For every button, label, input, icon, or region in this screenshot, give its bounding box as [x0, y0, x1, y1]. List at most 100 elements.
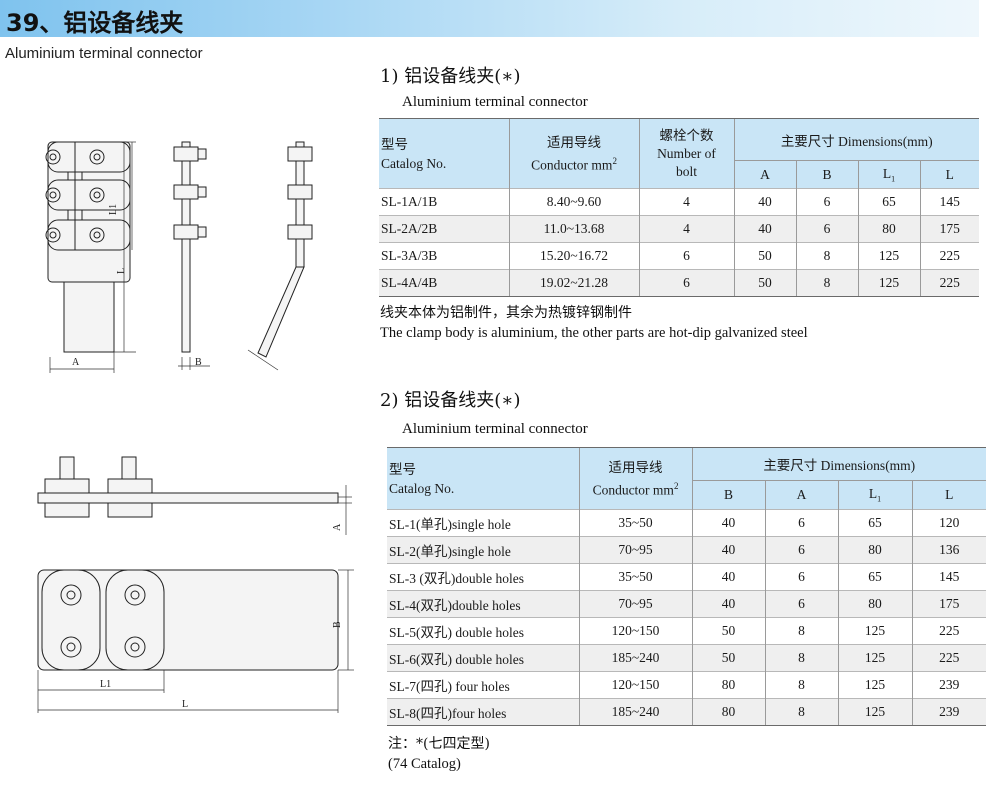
cell-a: 6 — [764, 563, 838, 591]
bolt-hole-inner — [49, 231, 57, 239]
side-nut — [197, 148, 207, 160]
table-row: SL-6(双孔) double holes 185~240 50 8 125 2… — [387, 644, 986, 672]
cell-l: 120 — [911, 509, 986, 537]
header-l1-sub: 1 — [877, 494, 882, 504]
cell-a: 8 — [764, 617, 838, 645]
bolt-hole-inner — [93, 191, 101, 199]
section2-table: 型号 Catalog No. 适用导线 Conductor mm2 主要尺寸 D… — [387, 447, 986, 726]
bolt-hole-inner — [49, 153, 57, 161]
table-row: SL-3 (双孔)double holes 35~50 40 6 65 145 — [387, 563, 986, 591]
header-model-cn: 型号 — [381, 136, 408, 152]
section2-title: 2) 铝设备线夹(∗) — [380, 390, 521, 411]
cell-conductor: 15.20~16.72 — [508, 242, 639, 270]
stud — [121, 456, 137, 480]
front-clamp-pad-3 — [47, 219, 131, 251]
nut — [44, 478, 90, 494]
side-bolt — [173, 146, 199, 162]
table-row: SL-2(单孔)single hole 70~95 40 6 80 136 — [387, 536, 986, 564]
cell-model: SL-1A/1B — [379, 188, 509, 216]
table1-header-conductor: 适用导线 Conductor mm2 — [508, 118, 639, 189]
bolt-hole — [60, 636, 82, 658]
header-bolt-cn: 螺栓个数 — [659, 127, 714, 143]
header-l1-sub: 1 — [891, 174, 896, 184]
bolt-hole-inner — [93, 153, 101, 161]
table2-header-dims: 主要尺寸 Dimensions(mm) — [691, 447, 986, 481]
table1-header-b: B — [795, 160, 858, 189]
front-clamp-pad-2 — [47, 179, 131, 211]
cell-l: 145 — [919, 188, 979, 216]
bolt-hole — [45, 227, 61, 243]
cell-conductor: 185~240 — [578, 644, 692, 672]
section1-note-cn: 线夹本体为铝制件，其余为热镀锌钢制件 — [380, 305, 632, 321]
bolt-hole — [124, 636, 146, 658]
table1-header-row2: A B L1 L — [379, 160, 979, 189]
cell-b: 40 — [691, 536, 765, 564]
table-row: SL-5(双孔) double holes 120~150 50 8 125 2… — [387, 617, 986, 645]
table2-header-model: 型号 Catalog No. — [387, 447, 579, 510]
bolt-hole — [89, 227, 105, 243]
table1-header-a: A — [733, 160, 796, 189]
cell-model: SL-4(双孔)double holes — [387, 590, 579, 618]
cell-l1: 80 — [837, 590, 912, 618]
header-bolt-en2: bolt — [675, 163, 697, 179]
cell-l: 225 — [911, 644, 986, 672]
table1-header-bolt: 螺栓个数 Number of bolt — [638, 118, 734, 189]
cell-b: 40 — [691, 509, 765, 537]
dim-b-label: B — [195, 357, 202, 368]
cell-bolt: 6 — [638, 242, 734, 270]
table2-header-conductor: 适用导线 Conductor mm2 — [578, 447, 692, 510]
cell-conductor: 35~50 — [578, 509, 692, 537]
dim-l-label: L — [116, 268, 127, 274]
cell-model: SL-5(双孔) double holes — [387, 617, 579, 645]
cell-b: 50 — [691, 644, 765, 672]
cell-l1: 65 — [837, 509, 912, 537]
cell-model: SL-4A/4B — [379, 269, 509, 297]
cell-model: SL-3A/3B — [379, 242, 509, 270]
cell-bolt: 4 — [638, 188, 734, 216]
cell-b: 6 — [795, 215, 858, 243]
cell-l1: 125 — [857, 242, 920, 270]
header-l1-text: L — [868, 486, 878, 502]
bolt-hole-inner — [130, 590, 140, 600]
bent-side-view — [247, 141, 313, 371]
cell-a: 6 — [764, 536, 838, 564]
table1-header-row1: 型号 Catalog No. 适用导线 Conductor mm2 螺栓个数 N… — [379, 118, 979, 189]
front-clamp-pad-1 — [47, 141, 131, 173]
table-row: SL-4(双孔)double holes 70~95 40 6 80 175 — [387, 590, 986, 618]
table1-header-dims: 主要尺寸 Dimensions(mm) — [733, 118, 979, 161]
table-row: SL-7(四孔) four holes 120~150 80 8 125 239 — [387, 671, 986, 699]
drawing-connector-type1: A L1 L B — [45, 141, 313, 373]
bolt-hole — [60, 584, 82, 606]
bolt-hole-inner — [93, 231, 101, 239]
table-row: SL-1(单孔)single hole 35~50 40 6 65 120 — [387, 509, 986, 537]
cell-l: 239 — [911, 671, 986, 699]
bent-palm — [257, 266, 305, 358]
cell-bolt: 6 — [638, 269, 734, 297]
cell-conductor: 120~150 — [578, 617, 692, 645]
cell-l1: 65 — [837, 563, 912, 591]
plan-clamp-right — [105, 569, 165, 671]
header-bolt-en1: Number of — [657, 145, 716, 161]
table1-header-l1: L1 — [857, 160, 920, 189]
cell-b: 50 — [691, 617, 765, 645]
bolt-hole-inner — [130, 642, 140, 652]
cell-l: 175 — [911, 590, 986, 618]
table2-header-row2: B A L1 L — [387, 480, 986, 510]
header-l1-text: L — [882, 165, 892, 181]
cell-l: 136 — [911, 536, 986, 564]
cell-a: 8 — [764, 671, 838, 699]
cell-conductor: 11.0~13.68 — [508, 215, 639, 243]
cell-b: 8 — [795, 269, 858, 297]
dim-l1-label: L1 — [108, 204, 119, 215]
cell-a: 40 — [733, 188, 796, 216]
cell-bolt: 4 — [638, 215, 734, 243]
table-row: SL-2A/2B 11.0~13.68 4 40 6 80 175 — [379, 215, 979, 243]
table-row: SL-8(四孔)four holes 185~240 80 8 125 239 — [387, 698, 986, 726]
cell-conductor: 70~95 — [578, 590, 692, 618]
section2-note-cn: 注：*(七四定型) — [388, 736, 490, 752]
bolt-hole-inner — [66, 642, 76, 652]
cell-model: SL-3 (双孔)double holes — [387, 563, 579, 591]
page-title: 39、铝设备线夹 — [6, 9, 184, 37]
dim-l-label: L — [182, 699, 188, 710]
cell-conductor: 120~150 — [578, 671, 692, 699]
